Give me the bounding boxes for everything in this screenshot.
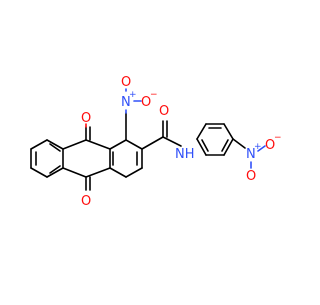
bond: [85, 139, 111, 150]
amide-group: [162, 120, 182, 147]
bond: [46, 167, 64, 178]
nitro2-n-charge: +: [254, 142, 262, 152]
bond: [162, 136, 182, 147]
bond: [232, 138, 246, 149]
bond: [109, 167, 127, 178]
bond: [223, 138, 234, 156]
nitro2-o-double-label: O: [246, 169, 256, 184]
bond: [125, 167, 143, 178]
ketone-o-top-label: O: [81, 111, 91, 126]
bond: [125, 139, 143, 150]
bond: [85, 167, 111, 178]
bond-double-inner: [221, 139, 229, 152]
bond-double-inner: [49, 143, 61, 152]
bond: [46, 139, 64, 150]
nitro1-n-charge: +: [129, 90, 137, 100]
nitro1-n-label: N: [121, 95, 131, 110]
nitrophenyl-ring: [196, 123, 246, 156]
bond: [30, 139, 48, 150]
amide-o-label: O: [159, 104, 169, 119]
nitro1-o-double-label: O: [121, 75, 131, 90]
nitro2-o-minus-label: O: [265, 138, 275, 153]
central-quinone-ring: [62, 126, 111, 191]
bond: [30, 167, 48, 178]
amide-nh-label: NH: [175, 147, 195, 162]
ketone-o-bottom-label: O: [81, 194, 91, 209]
bond: [62, 139, 87, 150]
structure-svg: O O N + O − O O NH N + O − O: [30, 75, 282, 209]
bond-double-inner: [201, 139, 209, 152]
molecule-drawing: O O N + O − O O NH N + O − O: [30, 75, 282, 209]
bond: [196, 138, 207, 156]
nitro2-n-label: N: [246, 147, 256, 162]
bond: [223, 123, 234, 140]
bond: [62, 167, 87, 178]
bond: [141, 136, 164, 150]
nitro1-o-minus-label: O: [141, 95, 151, 110]
bond-nitro2-single: [257, 145, 266, 152]
bond: [109, 139, 127, 150]
left-benzene-ring: [30, 139, 64, 178]
bond-double-inner: [49, 165, 61, 174]
right-benzene-ring: [109, 112, 164, 178]
bond: [196, 123, 207, 140]
nitro2-o-minus-charge: −: [274, 133, 282, 143]
nitro1-o-minus-charge: −: [150, 90, 158, 100]
